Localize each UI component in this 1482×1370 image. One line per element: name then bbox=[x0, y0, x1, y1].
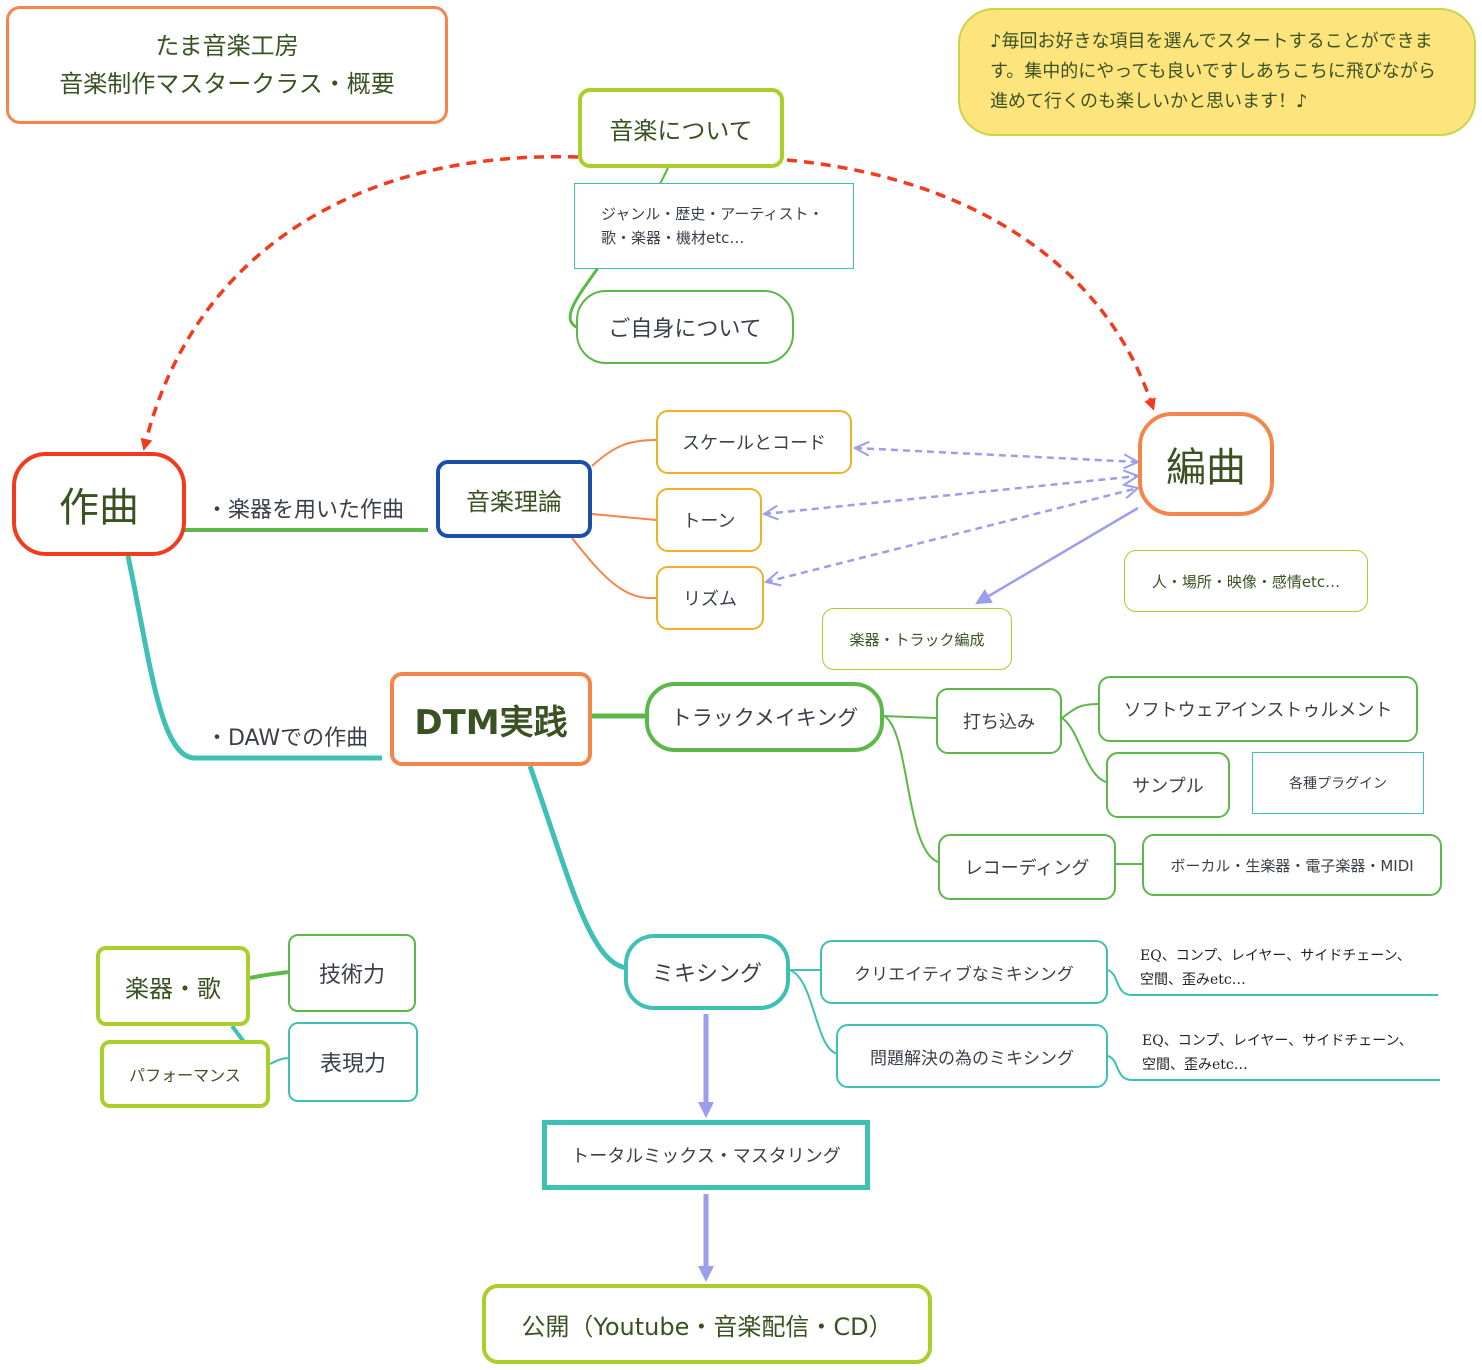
expression-node[interactable]: 表現力 bbox=[288, 1022, 418, 1102]
mixing-label: ミキシング bbox=[651, 962, 762, 987]
arrangement-instruments-node[interactable]: 楽器・トラック編成 bbox=[822, 608, 1012, 670]
title-line-1: たま音楽工房 bbox=[155, 32, 299, 60]
about-music-detail: ジャンル・歴史・アーティスト・ 歌・楽器・機材etc… bbox=[574, 183, 854, 269]
theory-tone-label: トーン bbox=[682, 511, 736, 532]
theory-rhythm[interactable]: リズム bbox=[656, 566, 764, 630]
composition-branch-daw: ・DAWでの作曲 bbox=[206, 726, 369, 751]
mastering-label: トータルミックス・マスタリング bbox=[571, 1146, 841, 1167]
plugins-label: 各種プラグイン bbox=[1289, 776, 1387, 792]
link-arrange-scale bbox=[855, 448, 1138, 462]
arrangement-node[interactable]: 編曲 bbox=[1138, 412, 1274, 516]
composition-branch-instrument: ・楽器を用いた作曲 bbox=[206, 498, 405, 523]
performance-label: パフォーマンス bbox=[129, 1066, 241, 1085]
link-performance-expression bbox=[269, 1057, 291, 1065]
theory-scale-chord-label: スケールとコード bbox=[682, 433, 826, 454]
arc-to-arrangement bbox=[786, 158, 1156, 411]
link-prog-sample bbox=[1061, 717, 1107, 783]
note-text: ♪毎回お好きな項目を選んでスタートすることができます。集中的にやっても良いですし… bbox=[990, 31, 1436, 112]
mixing-node[interactable]: ミキシング bbox=[624, 934, 790, 1010]
about-music-node[interactable]: 音楽について bbox=[578, 88, 784, 168]
track-making-label: トラックメイキング bbox=[670, 706, 859, 730]
link-theory-scale bbox=[591, 439, 657, 467]
link-instrument-performance bbox=[230, 1024, 246, 1044]
composition-label: 作曲 bbox=[59, 485, 139, 531]
theory-tone[interactable]: トーン bbox=[656, 488, 762, 552]
link-track-programming bbox=[883, 715, 937, 719]
release-node[interactable]: 公開（Youtube・音楽配信・CD） bbox=[482, 1284, 932, 1364]
creative-mixing-node[interactable]: クリエイティブなミキシング bbox=[820, 940, 1108, 1004]
link-track-recording bbox=[883, 715, 939, 863]
link-theory-tone bbox=[591, 513, 657, 521]
note-box: ♪毎回お好きな項目を選んでスタートすることができます。集中的にやっても良いですし… bbox=[958, 8, 1476, 136]
link-arrange-instruments bbox=[975, 506, 1139, 605]
creative-mixing-tools: EQ、コンプ、レイヤー、サイドチェーン、 空間、歪みetc… bbox=[1140, 944, 1411, 992]
sample-node[interactable]: サンプル bbox=[1106, 752, 1230, 818]
link-dtm-mixing bbox=[527, 765, 629, 971]
title-box: たま音楽工房 音楽制作マスタークラス・概要 bbox=[6, 6, 448, 124]
link-mix-problem bbox=[789, 969, 839, 1055]
about-yourself-label: ご自身について bbox=[608, 317, 762, 342]
link-instrument-technique bbox=[249, 970, 289, 980]
music-theory-label: 音楽理論 bbox=[466, 487, 562, 516]
about-music-label: 音楽について bbox=[609, 116, 753, 145]
creative-mixing-tools-line-1: EQ、コンプ、レイヤー、サイドチェーン、 bbox=[1140, 948, 1411, 964]
problem-mixing-tools-line-2: 空間、歪みetc… bbox=[1142, 1057, 1248, 1073]
instrument-voice-label: 楽器・歌 bbox=[125, 974, 221, 1003]
recording-sources-label: ボーカル・生楽器・電子楽器・MIDI bbox=[1170, 856, 1414, 875]
dtm-node[interactable]: DTM実践 bbox=[390, 672, 592, 766]
recording-node[interactable]: レコーディング bbox=[938, 834, 1116, 900]
technique-node[interactable]: 技術力 bbox=[288, 934, 416, 1012]
link-arrange-tone bbox=[764, 476, 1138, 514]
link-prog-software bbox=[1061, 703, 1099, 719]
problem-mixing-label: 問題解決の為のミキシング bbox=[870, 1048, 1074, 1069]
release-label: 公開（Youtube・音楽配信・CD） bbox=[521, 1312, 893, 1341]
programming-label: 打ち込み bbox=[963, 712, 1035, 733]
plugins-node[interactable]: 各種プラグイン bbox=[1252, 752, 1424, 814]
performance-node[interactable]: パフォーマンス bbox=[100, 1040, 270, 1108]
theory-rhythm-label: リズム bbox=[683, 589, 737, 610]
technique-label: 技術力 bbox=[318, 963, 385, 988]
arrangement-instruments-label: 楽器・トラック編成 bbox=[849, 630, 985, 649]
link-composition-dtm bbox=[125, 555, 382, 761]
problem-mixing-tools: EQ、コンプ、レイヤー、サイドチェーン、 空間、歪みetc… bbox=[1142, 1029, 1413, 1077]
link-music-detail bbox=[659, 167, 669, 185]
software-instrument-node[interactable]: ソフトウェアインストゥルメント bbox=[1098, 676, 1418, 742]
composition-node[interactable]: 作曲 bbox=[12, 452, 186, 556]
arrangement-label: 編曲 bbox=[1166, 445, 1246, 491]
creative-mixing-tools-line-2: 空間、歪みetc… bbox=[1140, 972, 1246, 988]
dtm-label: DTM実践 bbox=[414, 702, 568, 743]
recording-label: レコーディング bbox=[964, 858, 1090, 879]
link-music-yourself bbox=[568, 267, 600, 330]
link-creative-tools bbox=[1107, 969, 1438, 996]
sample-label: サンプル bbox=[1132, 776, 1204, 797]
problem-mixing-node[interactable]: 問題解決の為のミキシング bbox=[836, 1024, 1108, 1088]
title-line-2: 音楽制作マスタークラス・概要 bbox=[59, 70, 395, 98]
problem-mixing-tools-line-1: EQ、コンプ、レイヤー、サイドチェーン、 bbox=[1142, 1033, 1413, 1049]
software-instrument-label: ソフトウェアインストゥルメント bbox=[1123, 700, 1393, 721]
recording-sources-node[interactable]: ボーカル・生楽器・電子楽器・MIDI bbox=[1142, 834, 1442, 896]
arc-to-composition bbox=[140, 154, 579, 451]
music-theory-node[interactable]: 音楽理論 bbox=[436, 460, 592, 538]
arrangement-inspiration-node[interactable]: 人・場所・映像・感情etc… bbox=[1124, 550, 1368, 612]
link-theory-rhythm bbox=[571, 537, 657, 600]
arrangement-inspiration-label: 人・場所・映像・感情etc… bbox=[1151, 572, 1341, 591]
expression-label: 表現力 bbox=[319, 1052, 386, 1077]
instrument-voice-node[interactable]: 楽器・歌 bbox=[96, 946, 250, 1026]
about-music-detail-line-2: 歌・楽器・機材etc… bbox=[601, 229, 745, 247]
theory-scale-chord[interactable]: スケールとコード bbox=[656, 410, 852, 474]
creative-mixing-label: クリエイティブなミキシング bbox=[854, 964, 1074, 985]
about-yourself-node[interactable]: ご自身について bbox=[576, 290, 794, 364]
link-arrange-rhythm bbox=[766, 488, 1138, 582]
mastering-node[interactable]: トータルミックス・マスタリング bbox=[542, 1120, 870, 1190]
about-music-detail-line-1: ジャンル・歴史・アーティスト・ bbox=[601, 205, 824, 223]
programming-node[interactable]: 打ち込み bbox=[936, 688, 1062, 754]
link-problem-tools bbox=[1107, 1055, 1440, 1081]
track-making-node[interactable]: トラックメイキング bbox=[645, 682, 884, 752]
